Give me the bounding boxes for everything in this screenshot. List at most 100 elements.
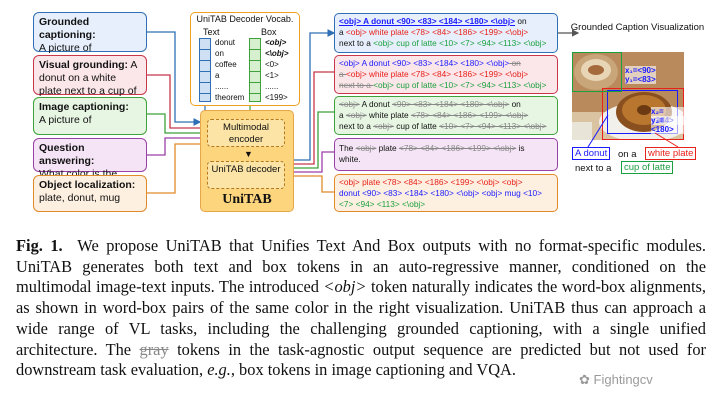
vocab-box-header: Box: [261, 27, 277, 37]
caption-text-3: tokens in the task-agnostic output seque…: [16, 339, 706, 380]
output-token: <10> <7> <94> <113> <\obj>: [439, 121, 547, 131]
vocab-box-list: <obj> <\obj> <0> <1> ...... <199>: [265, 37, 289, 103]
multimodal-encoder: Multimodal encoder: [207, 119, 285, 147]
output-token: a: [339, 69, 346, 79]
decoder-vocab-box: UniTAB Decoder Vocab. Text Box donut on …: [190, 12, 300, 106]
output-token: next to a: [339, 80, 374, 90]
vocab-box-item: ......: [265, 82, 279, 91]
vocab-text-header: Text: [203, 27, 220, 37]
vocab-text-item: donut: [215, 38, 236, 47]
output-token: on: [509, 99, 521, 109]
task-image-captioning: Image captioning: A picture of: [33, 97, 147, 135]
caption-text-1: We propose UniTAB that Unifies Text And …: [16, 236, 707, 297]
output-token: <7> <94> <113> <\obj>: [339, 199, 426, 209]
output-token: <90> <83> <184> <180> <\obj>: [392, 99, 510, 109]
caption-obj-token: <obj>: [323, 277, 367, 297]
phrase-plate: white plate: [645, 147, 697, 160]
task-prompt: A picture of: [39, 114, 92, 126]
donut-photo: x₁=<90> y₁=<83> x₂=<184> y₂=<180>: [572, 52, 684, 140]
vocab-text-column-bar: [199, 38, 211, 102]
watermark-text: Fightingcv: [593, 372, 653, 387]
output-object-localization: <obj> plate <78> <84> <186> <199> <\obj>…: [334, 174, 558, 212]
phrase-cup: cup of latte: [621, 161, 674, 174]
output-token: <obj> white plate <78> <84> <186> <199> …: [345, 27, 529, 37]
vocab-box-item: <1>: [265, 71, 279, 80]
output-token: <obj>: [373, 121, 394, 131]
output-token: cup of latte: [393, 121, 440, 131]
output-token: The: [339, 143, 356, 153]
task-prompt: A picture of: [39, 42, 92, 54]
vocab-text-item: theorem: [215, 93, 245, 102]
output-token: <obj>: [355, 143, 377, 153]
unitab-model-box: Multimodal encoder ▼ UniTAB decoder UniT…: [200, 110, 294, 212]
output-token: <obj> plate <78> <84> <186> <199> <\obj>…: [339, 177, 523, 187]
down-arrow-icon: ▼: [244, 149, 253, 159]
coord-y2: y₂=<180>: [651, 116, 684, 134]
task-object-localization: Object localization: plate, donut, mug: [33, 175, 147, 212]
output-token: <obj> white plate <78> <84> <186> <199> …: [345, 69, 529, 79]
task-question-answering: Question answering: What color is the pl…: [33, 138, 147, 193]
model-name: UniTAB: [222, 192, 272, 207]
vocab-box-item: <obj>: [265, 38, 287, 47]
output-token: a: [339, 110, 346, 120]
output-token: <obj>: [339, 99, 360, 109]
task-title: Grounded captioning:: [39, 16, 96, 41]
caption-text-4: , box tokens in image captioning and VQA…: [230, 360, 516, 380]
output-token: <obj> cup of latte <10> <7> <94> <113> <…: [373, 80, 547, 90]
task-title: Question answering:: [39, 142, 95, 167]
vocab-box-item: <\obj>: [265, 49, 289, 58]
wechat-icon: ✿: [579, 372, 590, 387]
output-token: <obj> A donut <90> <83> <184> <180> <\ob…: [339, 16, 516, 26]
task-title: Visual grounding:: [39, 59, 129, 71]
output-token: is: [516, 143, 525, 153]
phrase-next-to: next to a: [575, 163, 612, 174]
coord-x1: x₁=<90>: [625, 66, 656, 75]
output-token: on: [515, 16, 527, 26]
figure-caption: Fig. 1. We propose UniTAB that Unifies T…: [16, 236, 706, 381]
output-token: next to a: [339, 121, 374, 131]
figure-label: Fig. 1.: [16, 236, 63, 255]
coord-y1: y₁=<83>: [625, 75, 656, 84]
caption-gray-word: gray: [139, 339, 169, 359]
vocab-text-item: on: [215, 49, 224, 58]
unitab-decoder: UniTAB decoder: [207, 161, 285, 189]
output-token: on: [509, 58, 521, 68]
output-token: A donut: [359, 99, 393, 109]
output-token: <obj> A donut <90> <83> <184> <180> <\ob…: [339, 58, 510, 68]
output-grounded-captioning: <obj> A donut <90> <83> <184> <180> <\ob…: [334, 13, 558, 53]
output-token: <obj> cup of latte <10> <7> <94> <113> <…: [373, 38, 547, 48]
visualization-title: Grounded Caption Visualization: [570, 22, 705, 33]
output-visual-grounding: <obj> A donut <90> <83> <184> <180> <\ob…: [334, 55, 558, 94]
output-image-captioning: <obj> A donut <90> <83> <184> <180> <\ob…: [334, 96, 558, 135]
vocab-text-item: ......: [215, 82, 229, 91]
output-question-answering: The <obj> plate <78> <84> <186> <199> <\…: [334, 138, 558, 171]
output-token: white.: [339, 154, 361, 164]
task-prompt: plate, donut, mug: [39, 192, 121, 204]
cup-bbox: [572, 52, 622, 92]
watermark: ✿ Fightingcv: [575, 372, 657, 388]
output-token: plate: [376, 143, 399, 153]
caption-text-2: token naturally indicates the word-box a…: [16, 277, 706, 359]
output-token: <78> <84> <186> <199> <\obj>: [398, 143, 517, 153]
caption-eg: e.g.: [207, 360, 231, 380]
vocab-box-item: <199>: [265, 93, 288, 102]
vocab-text-item: a: [215, 71, 220, 80]
phrase-on-a: on a: [618, 149, 637, 160]
viz-leader-lines: [587, 114, 679, 148]
output-token: white plate: [366, 110, 411, 120]
output-token: <obj>: [345, 110, 367, 120]
phrase-donut: A donut: [572, 147, 611, 160]
vocab-box-item: <0>: [265, 60, 279, 69]
task-grounded-captioning: Grounded captioning: A picture of: [33, 12, 147, 54]
output-token: donut <90> <83> <184> <180> <\obj> <obj>…: [339, 188, 542, 198]
vocab-box-column-bar: [249, 38, 261, 102]
output-token: next to a: [339, 38, 374, 48]
vocab-text-list: donut on coffee a ...... theorem: [215, 37, 244, 103]
task-title: Image captioning:: [39, 101, 129, 113]
output-token: <78> <84> <186> <199> <\obj>: [410, 110, 529, 120]
vocab-text-item: coffee: [215, 60, 237, 69]
output-token: a: [339, 27, 346, 37]
task-visual-grounding: Visual grounding: A donut on a white pla…: [33, 55, 147, 110]
vocab-title: UniTAB Decoder Vocab.: [196, 14, 294, 24]
task-title: Object localization:: [39, 179, 136, 191]
